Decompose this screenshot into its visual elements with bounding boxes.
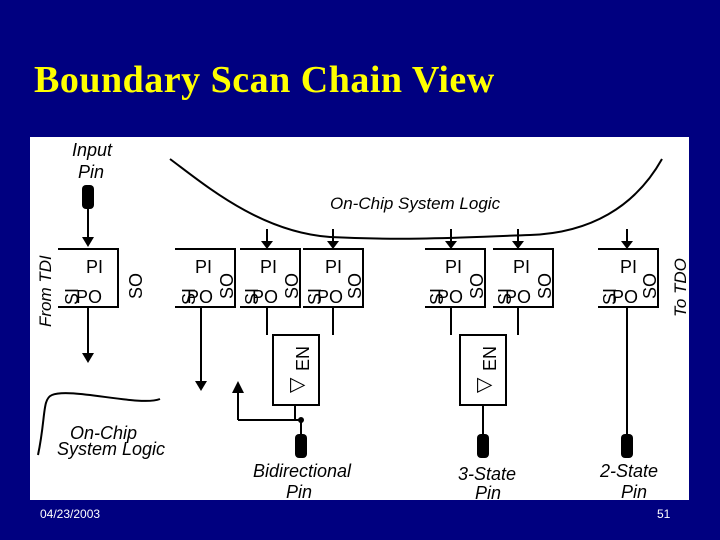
2-state-pin <box>621 434 633 458</box>
enable-label: EN <box>293 346 313 371</box>
cell-pi-label: PI <box>86 257 103 277</box>
cell-po-label: PO <box>437 287 463 307</box>
cell-si-label: SI <box>427 288 447 305</box>
cell-po-label: PO <box>187 287 213 307</box>
2-state-pin-label-line1: 2-State <box>599 461 658 481</box>
input-pin-label-line1: Input <box>72 140 113 160</box>
cell-po-label: PO <box>252 287 278 307</box>
cell-si-label: SI <box>600 288 620 305</box>
diagram-svg: PI PO SI SO PI PO SI SO PI PO SI SO <box>36 140 689 500</box>
cell-pi-label: PI <box>513 257 530 277</box>
cell-po-label: PO <box>76 287 102 307</box>
boundary-scan-cell-1: PI PO SI SO <box>57 248 146 308</box>
boundary-scan-cell-4: PI PO SI SO <box>302 248 365 308</box>
cell-so-label: SO <box>345 273 365 299</box>
slide-page-number: 51 <box>657 507 671 521</box>
cell-si-label: SI <box>62 288 82 305</box>
top-logic-boundary <box>169 158 663 240</box>
bottom-logic-label-line2: System Logic <box>57 439 165 459</box>
boundary-scan-diagram: PI PO SI SO PI PO SI SO PI PO SI SO <box>30 137 689 500</box>
3-state-pin <box>477 434 489 458</box>
cell-pi-label: PI <box>260 257 277 277</box>
boundary-scan-cell-5: PI PO SI SO <box>424 248 487 308</box>
enable-label: EN <box>480 346 500 371</box>
from-tdi-label: From TDI <box>36 255 55 327</box>
slide-title: Boundary Scan Chain View <box>34 59 495 101</box>
3-state-pin-label-line1: 3-State <box>458 464 516 484</box>
cell-so-label: SO <box>640 273 660 299</box>
cell-so-label: SO <box>535 273 555 299</box>
boundary-scan-cell-7: PI PO SI SO <box>597 248 660 308</box>
3-state-pin-label-line2: Pin <box>475 483 501 500</box>
to-tdo-label: To TDO <box>671 258 689 317</box>
cell-pi-label: PI <box>325 257 342 277</box>
bidirectional-pin <box>295 434 307 458</box>
bottom-logic-boundary <box>37 392 161 456</box>
2-state-pin-label-line2: Pin <box>621 482 647 500</box>
slide-date: 04/23/2003 <box>40 507 101 521</box>
top-logic-label: On-Chip System Logic <box>330 194 501 213</box>
cell-so-label: SO <box>282 273 302 299</box>
input-pin <box>82 185 94 209</box>
boundary-scan-cell-3: PI PO SI SO <box>239 248 302 308</box>
cell-si-label: SI <box>179 288 199 305</box>
boundary-scan-cell-2: PI PO SI SO <box>174 248 237 308</box>
cell-so-label: SO <box>126 273 146 299</box>
boundary-scan-cell-6: PI PO SI SO <box>492 248 555 308</box>
cell-pi-label: PI <box>195 257 212 277</box>
tristate-buffer-3state: ▽ EN <box>459 334 507 406</box>
bottom-logic-label-line1: On-Chip <box>70 423 137 443</box>
cell-so-label: SO <box>467 273 487 299</box>
enable-symbol: ▽ <box>286 377 308 393</box>
cell-si-label: SI <box>305 288 325 305</box>
enable-symbol: ▽ <box>473 377 495 393</box>
cell-po-label: PO <box>505 287 531 307</box>
cell-pi-label: PI <box>445 257 462 277</box>
cell-pi-label: PI <box>620 257 637 277</box>
bidirectional-pin-label-line2: Pin <box>286 482 312 500</box>
input-pin-label-line2: Pin <box>78 162 104 182</box>
cell-po-label: PO <box>317 287 343 307</box>
bidirectional-pin-label-line1: Bidirectional <box>253 461 352 481</box>
cell-si-label: SI <box>242 288 262 305</box>
cell-po-label: PO <box>612 287 638 307</box>
tristate-buffer-bidir: ▽ EN <box>272 334 320 406</box>
cell-so-label: SO <box>217 273 237 299</box>
cell-si-label: SI <box>495 288 515 305</box>
